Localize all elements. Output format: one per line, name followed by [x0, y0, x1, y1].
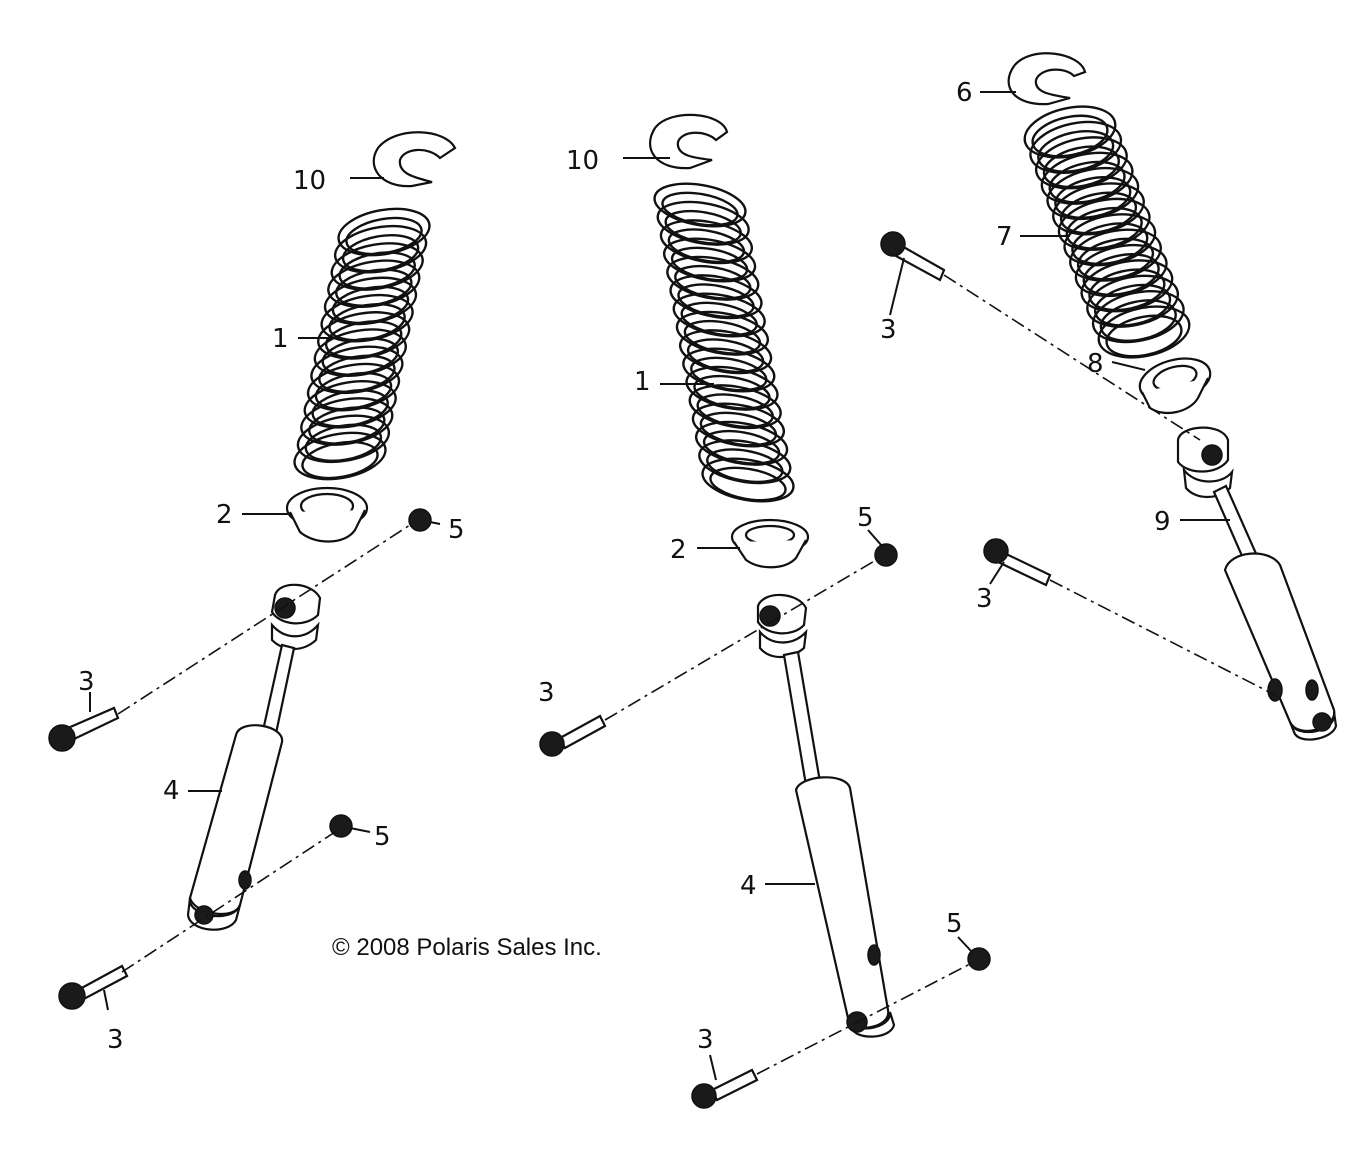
shock-absorber-b — [756, 593, 896, 1038]
callout-b-retainer: 10 — [566, 146, 599, 176]
callout-a-spring: 1 — [272, 324, 289, 354]
callout-b-bolt-bottom: 3 — [697, 1025, 714, 1055]
callout-b-nut-top: 5 — [857, 503, 874, 533]
spring-coil-inner — [1105, 314, 1183, 358]
callout-a-nut-top: 5 — [448, 515, 465, 545]
nut-a-bottom — [329, 814, 353, 838]
callout-c-seat: 8 — [1087, 349, 1104, 379]
callout-c-bolt-bottom: 3 — [976, 584, 993, 614]
callout-b-shock: 4 — [740, 871, 757, 901]
spring-seat-b — [730, 518, 810, 569]
callout-c-shock: 9 — [1154, 507, 1171, 537]
bolt-b-bottom — [691, 1068, 759, 1109]
callout-b-spring: 1 — [634, 367, 651, 397]
callout-a-shock: 4 — [163, 776, 180, 806]
bolt-c-top — [880, 231, 946, 282]
bolt-b-top — [539, 714, 607, 757]
spring-retainer-b — [649, 113, 729, 170]
leader-lines — [89, 91, 1230, 1081]
copyright-notice: © 2008 Polaris Sales Inc. — [332, 934, 602, 961]
bolt-a-top — [48, 706, 120, 752]
coil-spring-a — [293, 207, 431, 481]
spring-coil-inner — [709, 466, 787, 502]
spring-seat-a — [285, 486, 369, 543]
callout-a-bolt-bottom: 3 — [107, 1025, 124, 1055]
callout-c-bolt-top: 3 — [880, 315, 897, 345]
nut-b-bottom — [967, 947, 991, 971]
callout-c-spring: 7 — [996, 222, 1013, 252]
spring-retainer-a — [372, 131, 457, 188]
nut-b-top — [874, 543, 898, 567]
callout-c-retainer: 6 — [956, 78, 973, 108]
coil-spring-b — [653, 182, 795, 503]
callout-labels: 10 1 2 3 4 5 5 3 10 1 2 5 3 4 5 3 6 7 3 … — [78, 78, 1171, 1055]
spring-coil-inner — [304, 423, 383, 462]
spring-coil-inner — [301, 440, 379, 480]
callout-b-seat: 2 — [670, 535, 687, 565]
callout-b-nut-bottom: 5 — [946, 909, 963, 939]
callout-a-retainer: 10 — [293, 166, 326, 196]
assembly-left — [48, 131, 457, 1010]
callout-a-nut-bottom: 5 — [374, 822, 391, 852]
spring-retainer-c — [1007, 52, 1087, 106]
assembly-right — [880, 52, 1338, 741]
assembly-center — [539, 113, 991, 1109]
callout-a-seat: 2 — [216, 500, 233, 530]
callout-b-bolt-top: 3 — [538, 678, 555, 708]
shock-absorber-c — [1176, 426, 1338, 741]
coil-spring-c — [1023, 105, 1191, 359]
nut-a-top — [408, 508, 432, 532]
spring-seat-c — [1138, 357, 1212, 415]
bolt-c-bottom — [983, 538, 1052, 587]
shock-absorber-a — [186, 583, 322, 931]
callout-a-bolt-top: 3 — [78, 667, 95, 697]
bolt-a-bottom — [58, 964, 129, 1010]
